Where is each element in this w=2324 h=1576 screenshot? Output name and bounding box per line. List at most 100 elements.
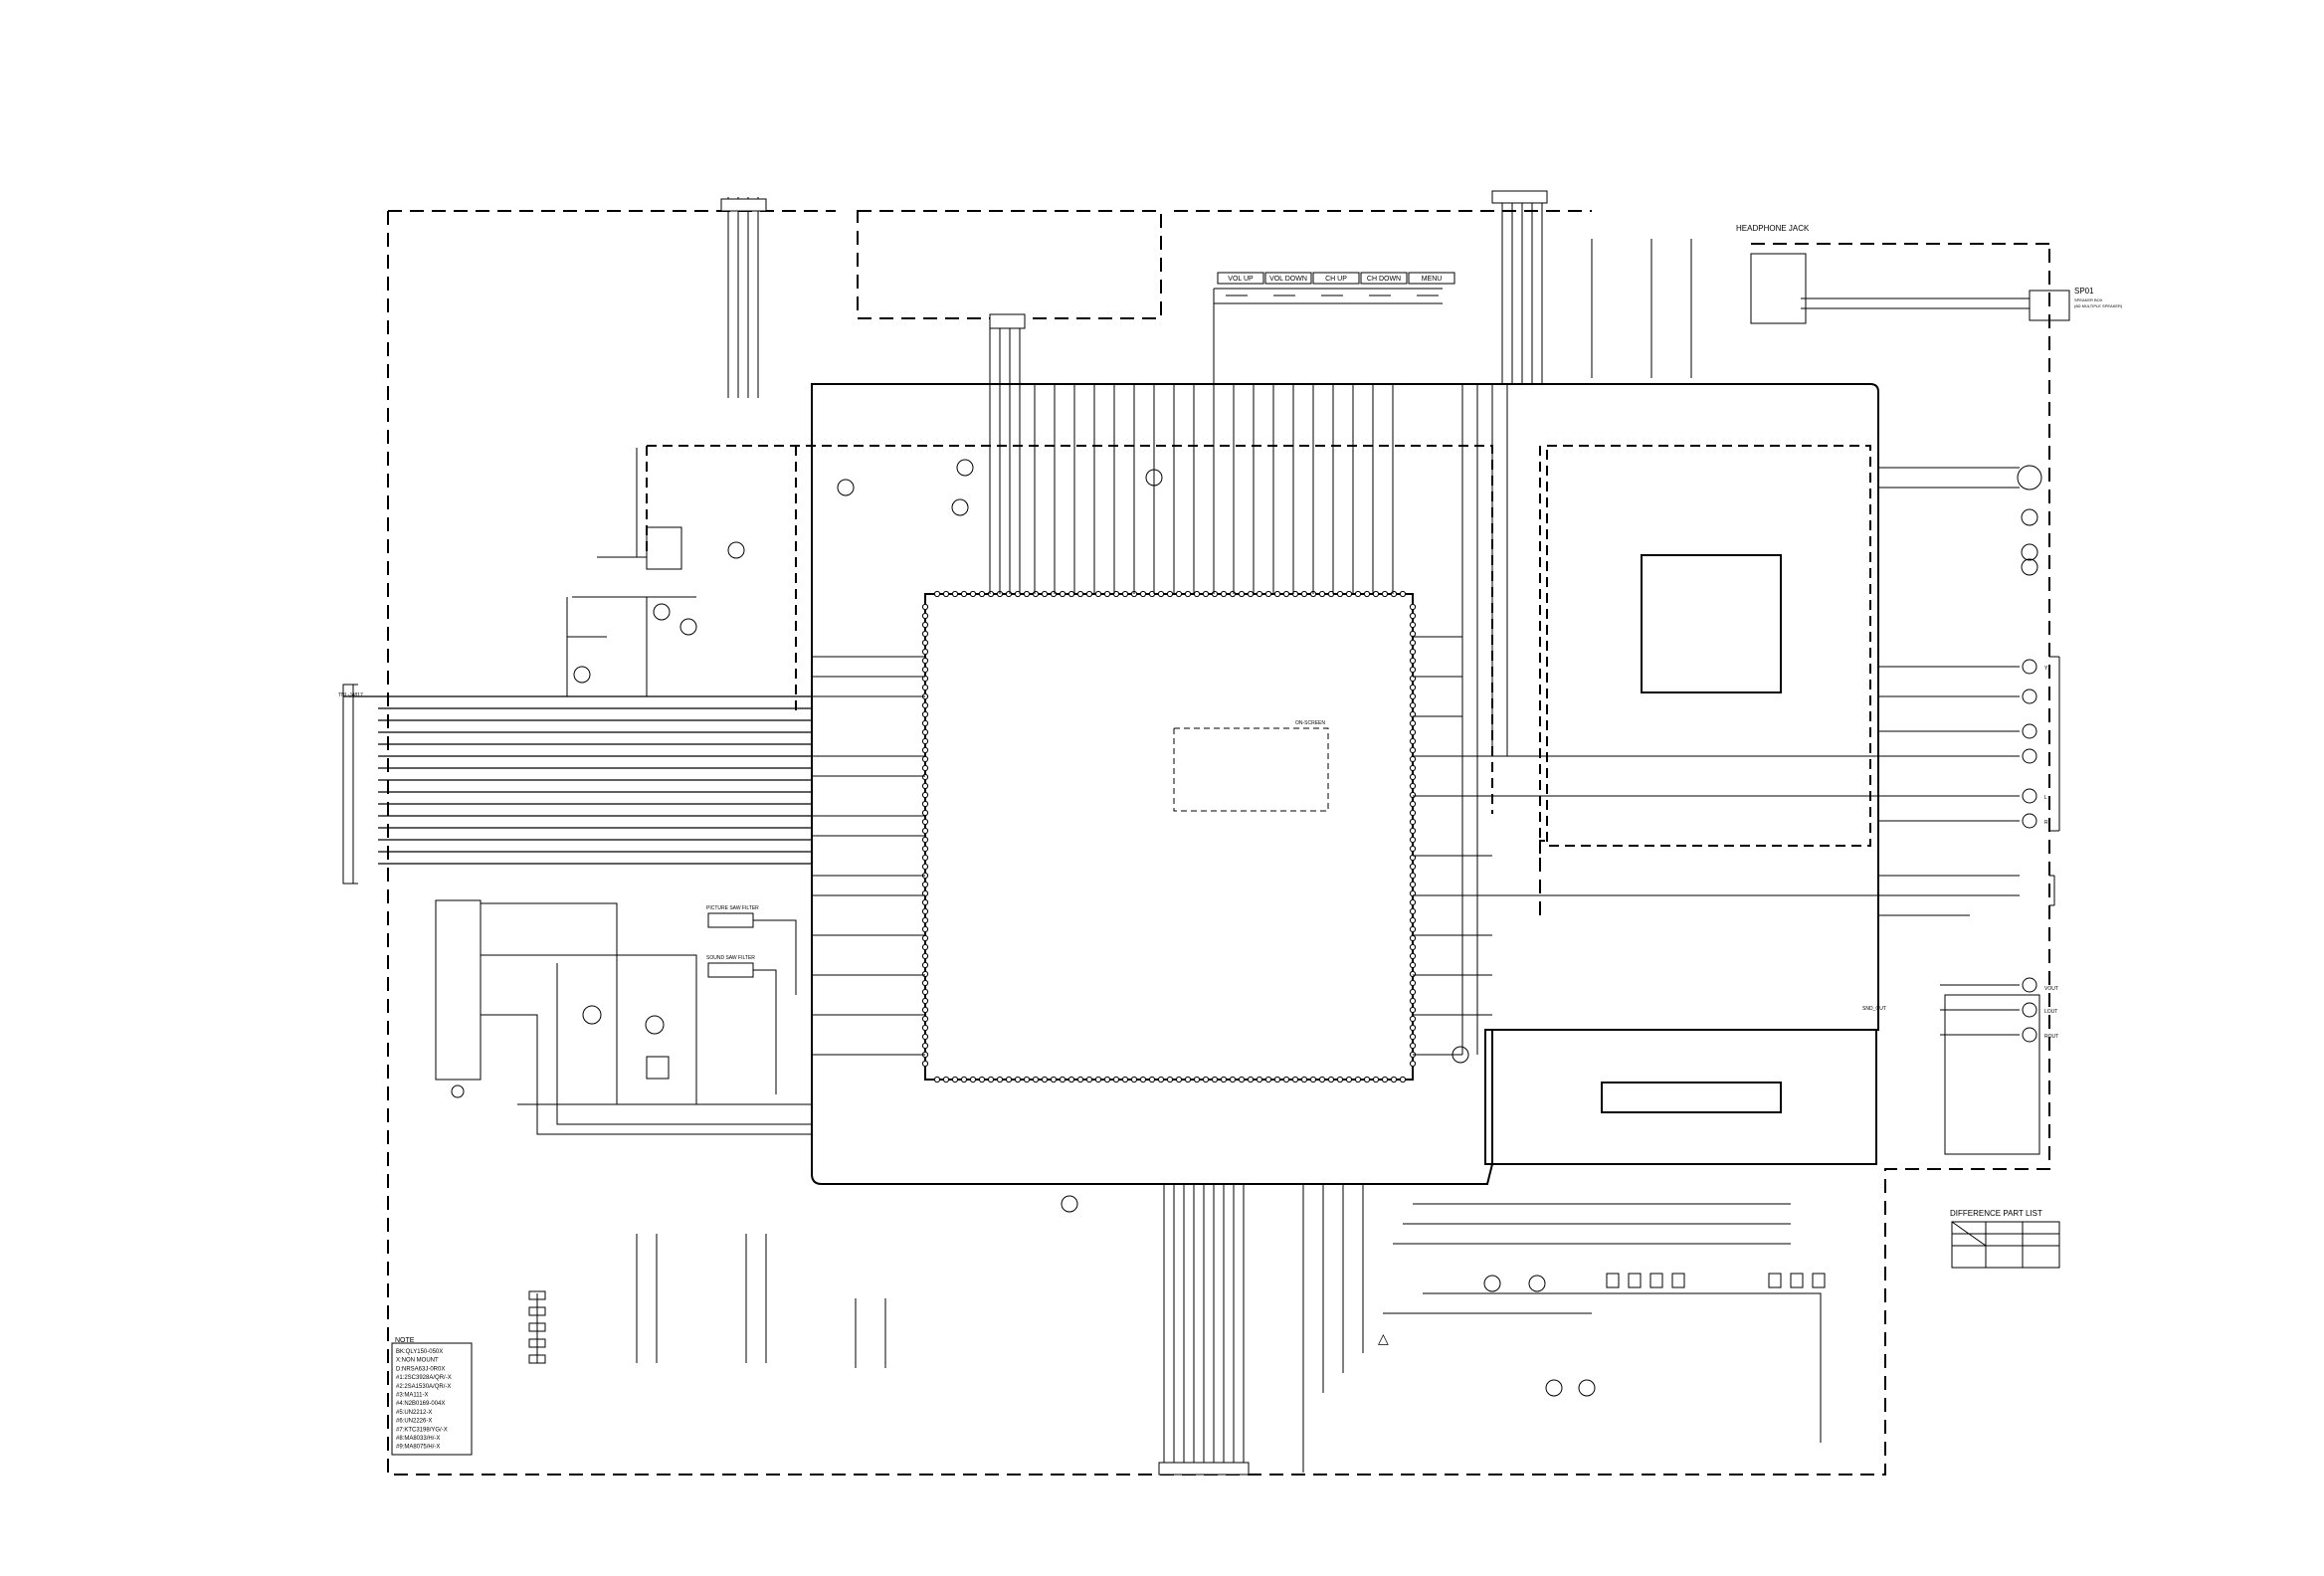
key-box xyxy=(1360,272,1408,285)
note-line: #4:N2B0169-004X xyxy=(396,1401,445,1407)
ic-pin xyxy=(1409,657,1417,665)
ic-pin xyxy=(1085,1076,1093,1084)
ic-pin xyxy=(1409,666,1417,674)
sound-out-label: SND_OUT xyxy=(1862,1006,1886,1012)
ic-pin xyxy=(1409,1033,1417,1041)
note-line: #1:2SC3928A/QR/-X xyxy=(396,1375,452,1381)
ic-pin xyxy=(1076,590,1084,598)
ic-pin xyxy=(1409,710,1417,718)
ic-pin xyxy=(1166,1076,1174,1084)
ic-pin xyxy=(1211,590,1219,598)
ic-pin xyxy=(921,701,929,709)
ic-pin xyxy=(1336,590,1344,598)
ic-pin xyxy=(1409,621,1417,629)
note-line: #8:MA8033/H/-X xyxy=(396,1436,440,1442)
ic-pin xyxy=(1023,1076,1031,1084)
ic-pin xyxy=(921,925,929,933)
ic-pin xyxy=(969,590,977,598)
ic-pin xyxy=(1409,791,1417,799)
ic-pin xyxy=(1318,1076,1326,1084)
speaker-ref: SP01 xyxy=(2074,287,2094,296)
ic-pin xyxy=(1273,1076,1281,1084)
ic-pin xyxy=(1409,907,1417,915)
key-box xyxy=(1408,272,1455,285)
ic-pin xyxy=(921,916,929,924)
if-section xyxy=(481,596,812,1135)
secondary-ic xyxy=(1601,554,1782,1113)
ic-pin xyxy=(1175,590,1183,598)
ic-pin xyxy=(1005,590,1013,598)
picture-saw-filter-label: PICTURE SAW FILTER xyxy=(706,905,759,911)
ic-pin xyxy=(1067,1076,1075,1084)
ic-pin xyxy=(1112,590,1120,598)
ic-pin xyxy=(1094,1076,1102,1084)
top-connectors xyxy=(720,190,1548,329)
ic-pin xyxy=(921,755,929,763)
difference-part-list-title: DIFFERENCE PART LIST xyxy=(1950,1209,2042,1218)
ic-pin xyxy=(1399,590,1407,598)
ic-pin xyxy=(921,988,929,996)
ic-pin xyxy=(1184,1076,1192,1084)
ic-pin xyxy=(1067,590,1075,598)
ic-pin xyxy=(987,590,995,598)
ic-pin xyxy=(1381,590,1389,598)
ic-pin xyxy=(1409,719,1417,727)
ic-pin xyxy=(1409,881,1417,888)
ic-pin xyxy=(1309,1076,1317,1084)
ic-pin xyxy=(1409,1042,1417,1050)
key-box xyxy=(1264,272,1312,285)
ic-pin xyxy=(1220,590,1228,598)
ic-pin xyxy=(921,773,929,781)
ic-pin xyxy=(1409,863,1417,871)
ic-pin xyxy=(921,791,929,799)
ic-pin xyxy=(921,961,929,969)
ic-pin xyxy=(1409,854,1417,862)
ic-pin xyxy=(921,898,929,906)
ic-pin xyxy=(921,1033,929,1041)
ic-pin xyxy=(921,881,929,888)
sound-saw-filter-label: SOUND SAW FILTER xyxy=(706,955,755,961)
ic-pin xyxy=(1409,746,1417,754)
upper-left-module xyxy=(566,448,1163,684)
av-jacks xyxy=(1878,465,2060,1155)
ic-pin xyxy=(1202,1076,1210,1084)
ic-pin xyxy=(1399,1076,1407,1084)
driver-array xyxy=(1061,1046,1826,1473)
ic-pin xyxy=(1345,1076,1353,1084)
ic-pin xyxy=(1291,1076,1299,1084)
ic-pin xyxy=(1193,590,1201,598)
ic-pin xyxy=(1372,590,1380,598)
left-fanout xyxy=(812,636,1878,1056)
ic-pin xyxy=(921,943,929,951)
ic-pin xyxy=(951,1076,959,1084)
ic-pin xyxy=(921,603,929,611)
ic-pin xyxy=(921,764,929,772)
ic-pin xyxy=(1409,630,1417,638)
ic-pin xyxy=(1264,1076,1272,1084)
ic-pin xyxy=(1050,590,1058,598)
ic-pin xyxy=(1409,728,1417,736)
ic-pin xyxy=(942,1076,950,1084)
ic-pin xyxy=(1005,1076,1013,1084)
ic-pin xyxy=(921,1006,929,1014)
ic-pin xyxy=(1264,590,1272,598)
ic-pin xyxy=(921,612,929,620)
ic-pin xyxy=(942,590,950,598)
ic-pin xyxy=(1148,1076,1156,1084)
ic-pin xyxy=(1409,809,1417,817)
ic-pin xyxy=(1166,590,1174,598)
jack-label-l: L xyxy=(2044,795,2047,801)
ic-pin xyxy=(1300,1076,1308,1084)
ic-pin xyxy=(1409,827,1417,835)
ic-pin xyxy=(921,1024,929,1032)
ic-pin xyxy=(1409,916,1417,924)
ic-pin xyxy=(1282,590,1290,598)
ic-pin xyxy=(921,737,929,745)
ic-pin xyxy=(1345,590,1353,598)
ic-pin xyxy=(1121,590,1129,598)
ic-pin xyxy=(1409,782,1417,790)
ic-pin xyxy=(921,684,929,691)
inner-shield xyxy=(646,445,1871,876)
ic-pin xyxy=(1139,1076,1147,1084)
ic-pin xyxy=(960,1076,968,1084)
